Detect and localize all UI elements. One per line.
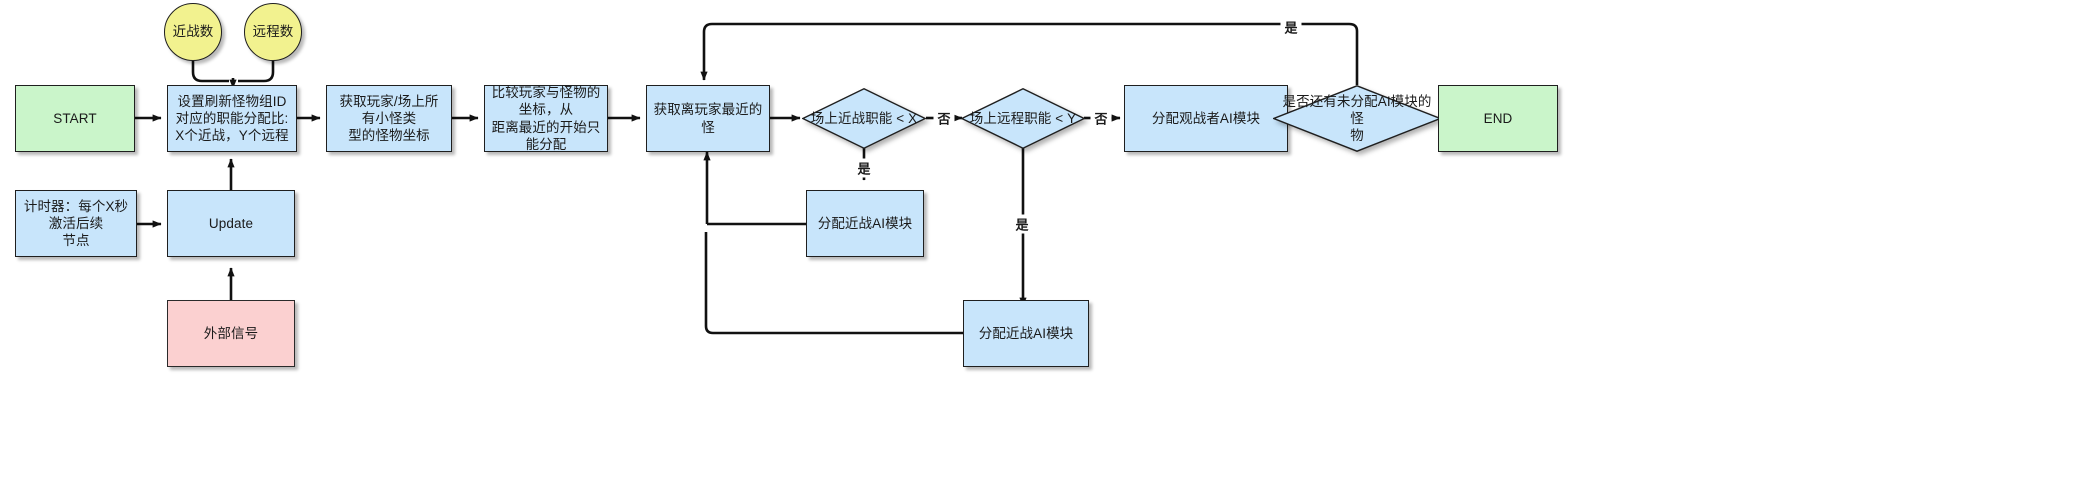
node-end-label: END <box>1483 110 1513 126</box>
node-start[interactable]: START <box>15 85 135 152</box>
node-compare[interactable]: 比较玩家与怪物的坐标，从 距离最近的开始只能分配 <box>484 85 608 152</box>
node-assign-observer-label: 分配观战者AI模块 <box>1151 110 1261 126</box>
node-melee-check[interactable]: 场上近战职能 < X <box>802 88 926 149</box>
node-nearest-label: 获取离玩家最近的怪 <box>653 102 763 135</box>
node-timer[interactable]: 计时器：每个X秒激活后续 节点 <box>15 190 137 257</box>
node-melee-check-label: 场上近战职能 < X <box>810 110 918 126</box>
edge-melee-count-to-set-ratio <box>191 61 229 83</box>
node-end[interactable]: END <box>1438 85 1558 152</box>
node-assign-melee-1-label: 分配近战AI模块 <box>817 215 913 231</box>
node-assign-observer[interactable]: 分配观战者AI模块 <box>1124 85 1288 152</box>
node-update[interactable]: Update <box>167 190 295 257</box>
diamond-shape <box>1273 85 1441 152</box>
node-set-ratio[interactable]: 设置刷新怪物组ID 对应的职能分配比: X个近战，Y个远程 <box>167 85 297 152</box>
node-assign-melee-1[interactable]: 分配近战AI模块 <box>806 190 924 257</box>
node-compare-label: 比较玩家与怪物的坐标，从 距离最近的开始只能分配 <box>491 84 601 152</box>
node-get-coords-label: 获取玩家/场上所有小怪类 型的怪物坐标 <box>339 93 439 144</box>
edge-more-check-yes-right-seg <box>1299 22 1359 85</box>
edge-label-ranged-yes: 是 <box>1011 214 1033 234</box>
edge-label-melee-yes: 是 <box>853 158 875 178</box>
node-ext-signal-label: 外部信号 <box>203 325 259 341</box>
diamond-shape <box>961 88 1085 149</box>
edge-label-ranged-no: 否 <box>1090 108 1112 128</box>
edge-ranged-count-to-set-ratio <box>238 61 275 83</box>
node-ranged-check-label: 场上远程职能 < Y <box>969 110 1077 126</box>
node-assign-melee-2[interactable]: 分配近战AI模块 <box>963 300 1089 367</box>
node-ext-signal[interactable]: 外部信号 <box>167 300 295 367</box>
edge-label-melee-no: 否 <box>933 108 955 128</box>
node-timer-label: 计时器：每个X秒激活后续 节点 <box>23 198 129 249</box>
node-more-check-label: 是否还有未分配AI模块的怪 物 <box>1282 93 1432 144</box>
node-get-coords[interactable]: 获取玩家/场上所有小怪类 型的怪物坐标 <box>326 85 452 152</box>
node-assign-melee-2-label: 分配近战AI模块 <box>978 325 1074 341</box>
node-melee-count-label: 近战数 <box>172 24 214 40</box>
node-nearest[interactable]: 获取离玩家最近的怪 <box>646 85 770 152</box>
node-ranged-check[interactable]: 场上远程职能 < Y <box>961 88 1085 149</box>
node-melee-count[interactable]: 近战数 <box>164 3 222 61</box>
node-ranged-count-label: 远程数 <box>252 24 294 40</box>
node-ranged-count[interactable]: 远程数 <box>244 3 302 61</box>
node-start-label: START <box>53 110 97 126</box>
edge-label-more-yes: 是 <box>1280 17 1302 37</box>
node-set-ratio-label: 设置刷新怪物组ID 对应的职能分配比: X个近战，Y个远程 <box>175 93 289 144</box>
diamond-shape <box>802 88 926 149</box>
node-more-check[interactable]: 是否还有未分配AI模块的怪 物 <box>1273 85 1441 152</box>
node-update-label: Update <box>208 215 254 231</box>
edge-more-check-yes-to-nearest <box>700 22 1283 81</box>
